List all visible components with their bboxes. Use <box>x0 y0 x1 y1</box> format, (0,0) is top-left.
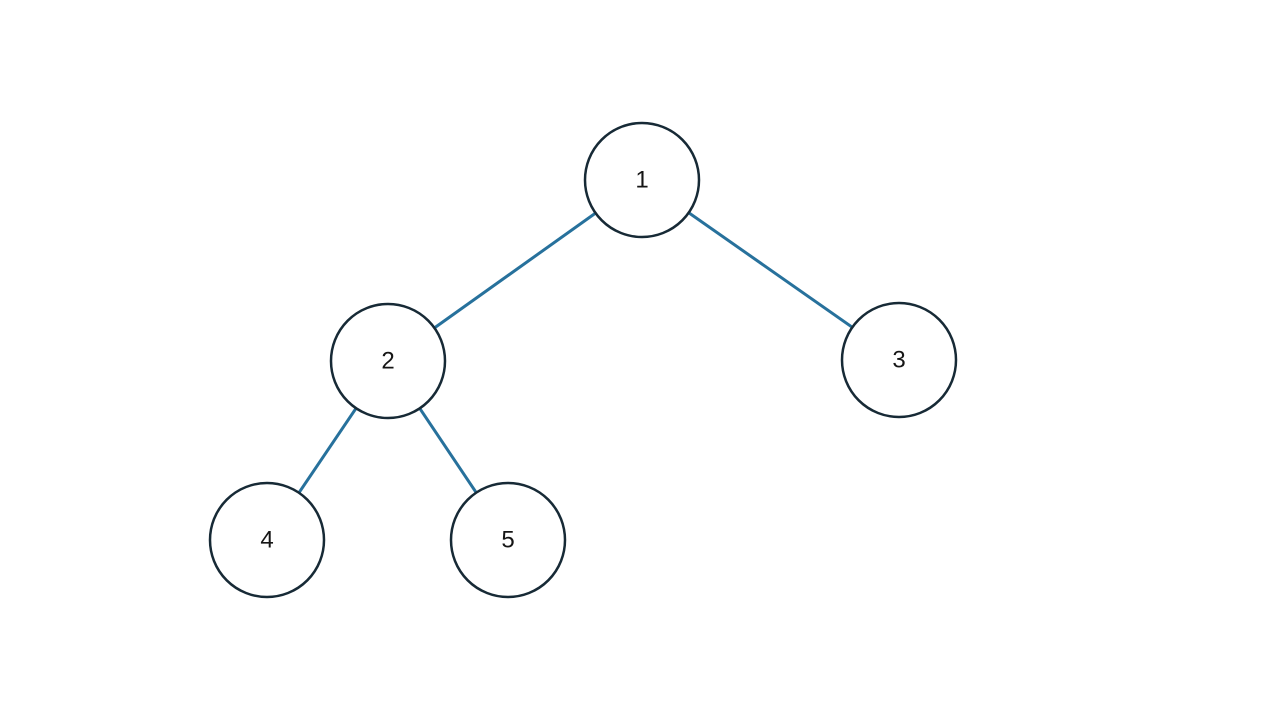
tree-node-label-2: 2 <box>381 348 394 375</box>
tree-node-3: 3 <box>840 301 958 419</box>
tree-node-label-4: 4 <box>260 527 273 554</box>
tree-node-circle-3 <box>840 301 958 419</box>
tree-node-label-1: 1 <box>635 167 648 194</box>
tree-node-5: 5 <box>449 481 567 599</box>
tree-node-circle-4 <box>208 481 326 599</box>
tree-node-1: 1 <box>583 121 701 239</box>
tree-node-4: 4 <box>208 481 326 599</box>
tree-node-label-3: 3 <box>892 347 905 374</box>
tree-node-circle-1 <box>583 121 701 239</box>
tree-node-2: 2 <box>329 302 447 420</box>
tree-node-label-5: 5 <box>501 527 514 554</box>
tree-node-circle-2 <box>329 302 447 420</box>
tree-node-circle-5 <box>449 481 567 599</box>
